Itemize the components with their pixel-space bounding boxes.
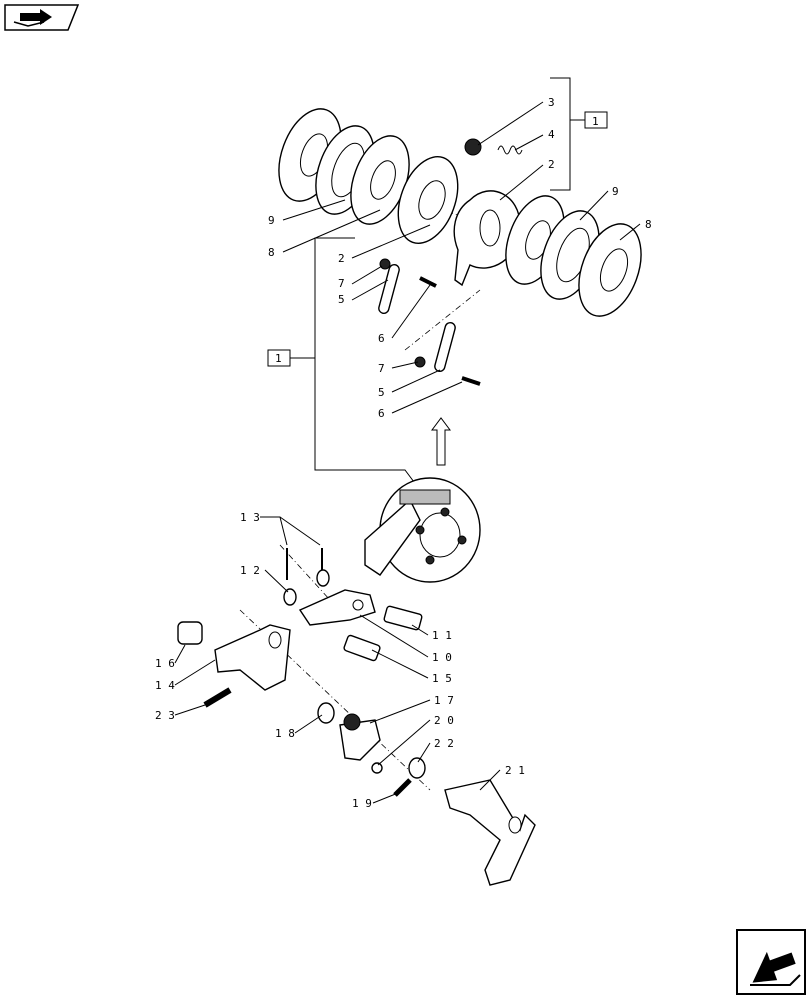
upper-brake-assembly	[278, 108, 642, 466]
label-1-top[interactable]: 1	[592, 115, 599, 128]
label-5-upper[interactable]: 5	[338, 293, 345, 306]
label-10[interactable]: 1 0	[432, 651, 452, 664]
label-9-right[interactable]: 9	[612, 185, 619, 198]
label-16[interactable]: 1 6	[155, 657, 175, 670]
label-7-lower[interactable]: 7	[378, 362, 385, 375]
label-11[interactable]: 1 1	[432, 629, 452, 642]
label-6-upper[interactable]: 6	[378, 332, 385, 345]
label-14[interactable]: 1 4	[155, 679, 175, 692]
label-20[interactable]: 2 0	[434, 714, 454, 727]
label-7-upper[interactable]: 7	[338, 277, 345, 290]
label-13[interactable]: 1 3	[240, 511, 260, 524]
item-1-brackets	[267, 77, 608, 491]
next-page-arrow-icon[interactable]	[736, 929, 806, 995]
labels: 1 1 2 2 3 4 5 5 6 6 7 7 8 8 9 9 1 0 1 1 …	[155, 96, 652, 810]
label-8-right[interactable]: 8	[645, 218, 652, 231]
book-arrow-icon[interactable]	[4, 4, 80, 31]
label-3[interactable]: 3	[548, 96, 555, 109]
label-8-left[interactable]: 8	[268, 246, 275, 259]
label-6-lower[interactable]: 6	[378, 407, 385, 420]
label-1-left[interactable]: 1	[275, 352, 282, 365]
label-9-left[interactable]: 9	[268, 214, 275, 227]
label-19[interactable]: 1 9	[352, 797, 372, 810]
label-21[interactable]: 2 1	[505, 764, 525, 777]
label-18[interactable]: 1 8	[275, 727, 295, 740]
label-17[interactable]: 1 7	[434, 694, 454, 707]
label-5-lower[interactable]: 5	[378, 386, 385, 399]
lower-linkage	[177, 544, 536, 886]
assembled-brake	[364, 477, 481, 583]
label-2-left[interactable]: 2	[338, 252, 345, 265]
label-4[interactable]: 4	[548, 128, 555, 141]
label-2-top[interactable]: 2	[548, 158, 555, 171]
label-23[interactable]: 2 3	[155, 709, 175, 722]
label-22[interactable]: 2 2	[434, 737, 454, 750]
label-15[interactable]: 1 5	[432, 672, 452, 685]
label-12[interactable]: 1 2	[240, 564, 260, 577]
leader-lines	[174, 101, 641, 804]
